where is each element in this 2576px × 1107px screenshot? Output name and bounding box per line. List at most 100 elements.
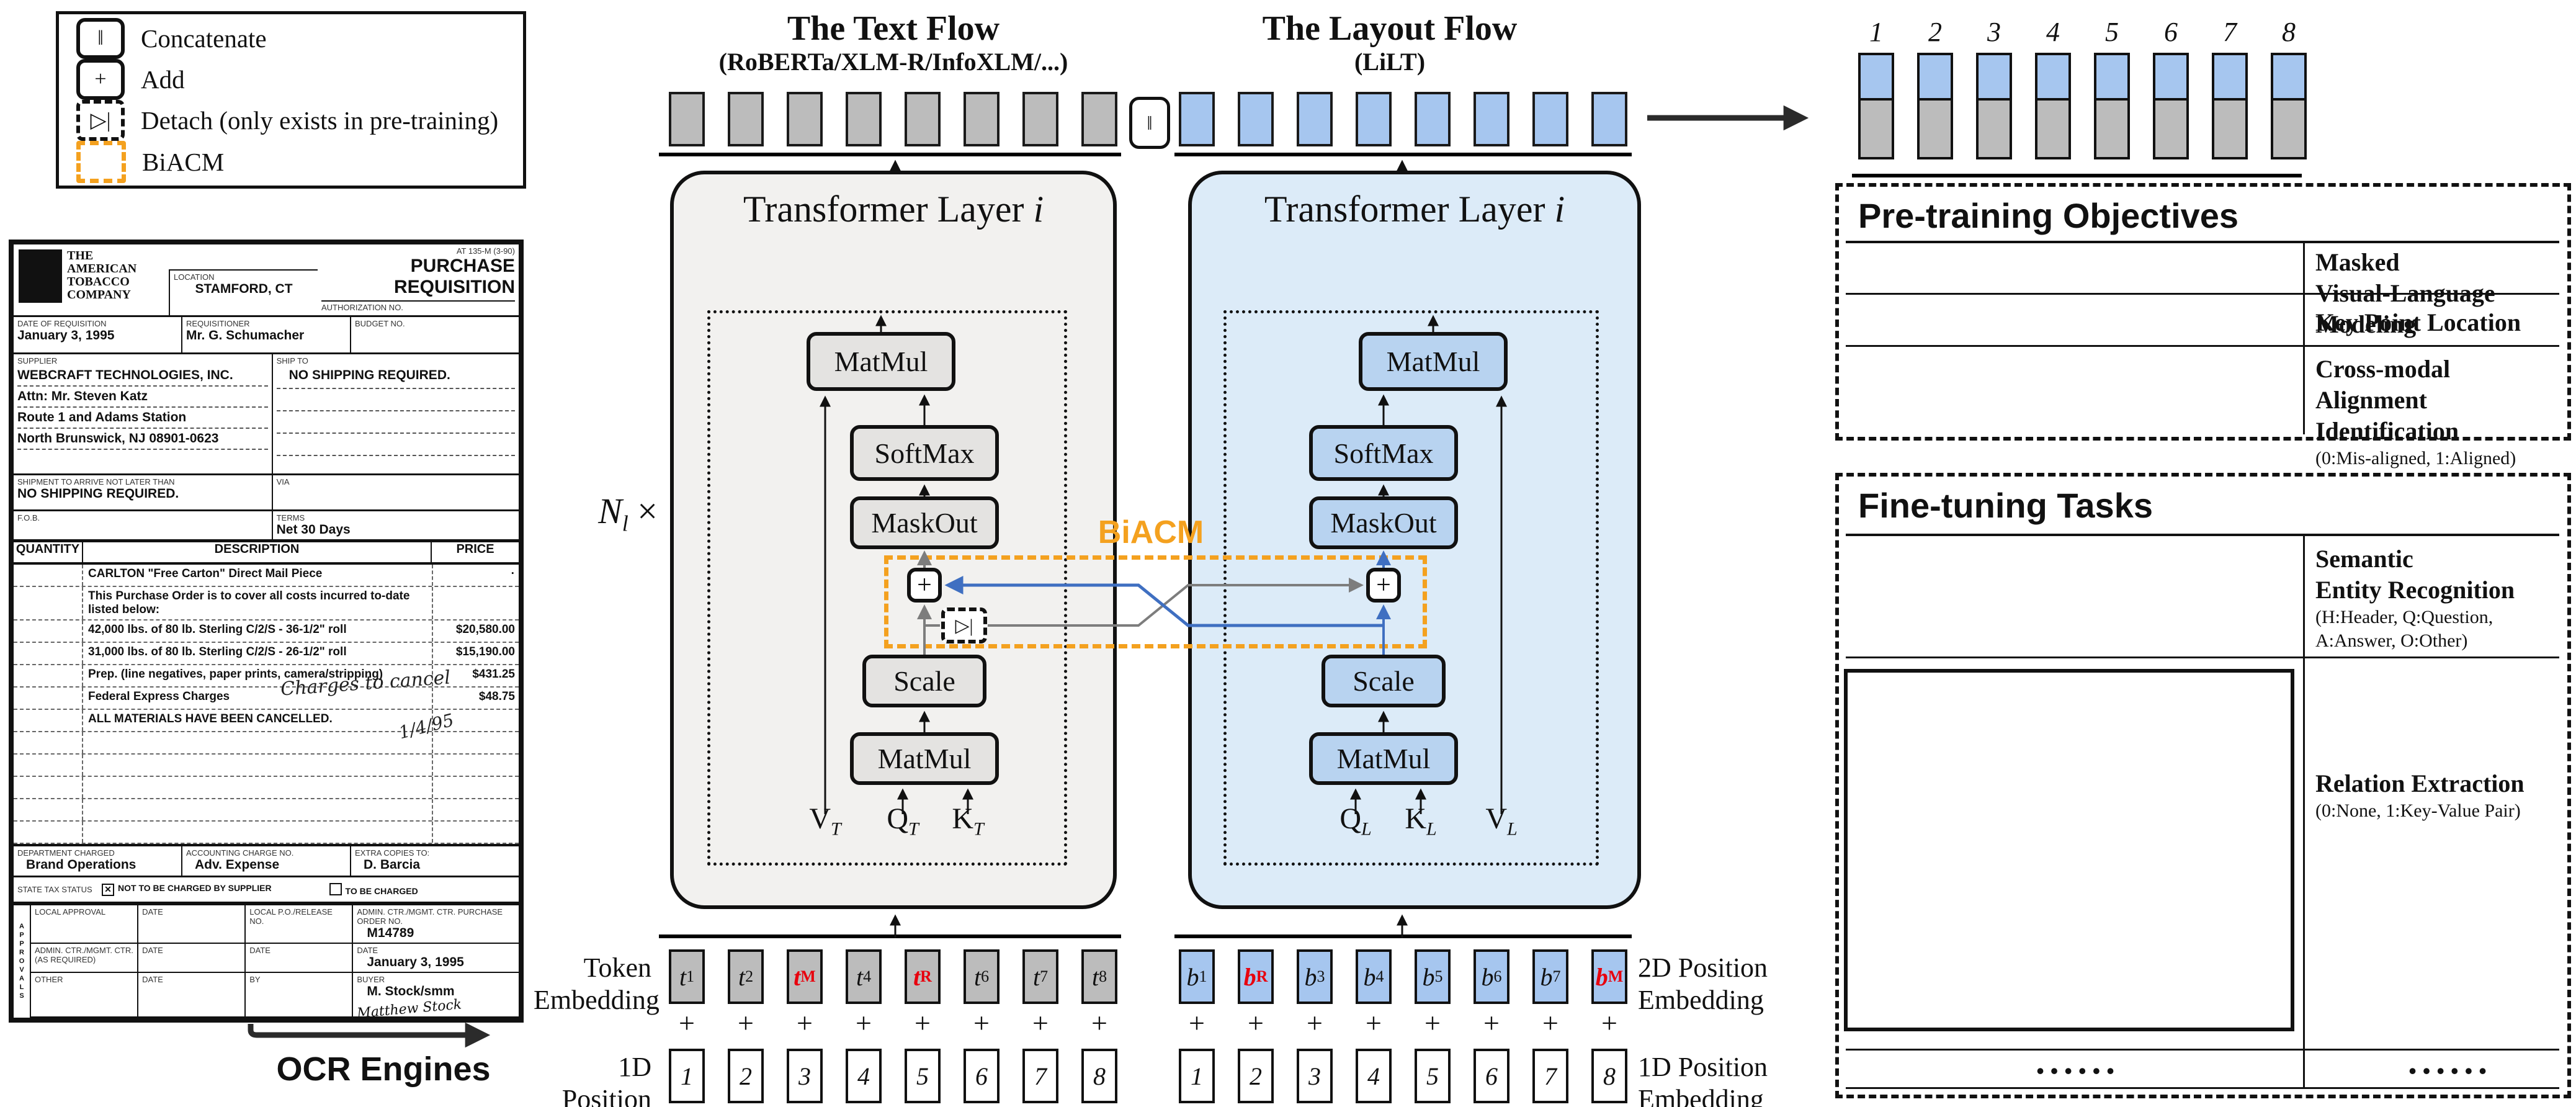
output-token-index: 5 (2105, 17, 2119, 47)
doc-item-row: Federal Express Charges$48.75 (14, 688, 519, 710)
layout-hidden-state-bar (1415, 92, 1451, 146)
layout-layer-index: i (1554, 189, 1565, 230)
add-glyph: + (1424, 1007, 1441, 1039)
doc-desc-cell (82, 732, 432, 754)
text-softmax-box: SoftMax (850, 425, 999, 481)
text-flow-subtitle: (RoBERTa/XLM-R/InfoXLM/...) (718, 48, 1068, 76)
doc-item-row: 42,000 lbs. of 80 lb. Sterling C/2/S - 3… (14, 621, 519, 643)
doc-item-row: ALL MATERIALS HAVE BEEN CANCELLED. (14, 710, 519, 733)
doc-qty-cell (14, 621, 82, 642)
doc-copies-cell: EXTRA COPIES TO:D. Barcia (350, 846, 519, 876)
doc-terms-label: TERMS (276, 513, 305, 523)
doc-row2-value: Mr. G. Schumacher (186, 328, 305, 343)
doc-approval-cell: ADMIN. CTR./MGMT. CTR. (AS REQUIRED) (31, 944, 137, 972)
doc-approval-cell: DATE (244, 944, 352, 972)
doc-arrive-label: SHIPMENT TO ARRIVE NOT LATER THAN (17, 477, 175, 486)
output-token-layout-part (1858, 53, 1894, 101)
doc-item-row: CARLTON "Free Carton" Direct Mail Piece· (14, 565, 519, 588)
layout-embed-overline (1174, 934, 1632, 938)
doc-approval-cell: ADMIN. CTR./MGMT. CTR. PURCHASE ORDER NO… (352, 905, 519, 943)
doc-empty-row (14, 755, 519, 778)
doc-approval-cell: BY (244, 973, 352, 1016)
add-glyph: + (1307, 1007, 1323, 1039)
doc-approval-value: January 3, 1995 (367, 955, 464, 969)
doc-approval-value: M14789 (367, 926, 414, 940)
doc-price-cell: $20,580.00 (432, 621, 519, 642)
divider (1846, 534, 2559, 536)
relation-grid-box (1844, 669, 2294, 1031)
text-scale-box: Scale (862, 655, 986, 707)
doc-empty-row (14, 777, 519, 800)
text-matmul-bottom-box: MatMul (850, 732, 999, 785)
doc-desc-cell: 42,000 lbs. of 80 lb. Sterling C/2/S - 3… (82, 621, 432, 642)
text-hidden-state-bar (669, 92, 705, 146)
doc-price-cell: $48.75 (432, 688, 519, 709)
doc-supplier-line: WEBCRAFT TECHNOLOGIES, INC. (17, 365, 268, 387)
doc-table-body: CARLTON "Free Carton" Direct Mail Piece·… (14, 565, 519, 845)
layout-maskout-box: MaskOut (1309, 496, 1458, 549)
nl-times: × (637, 491, 658, 531)
add-glyph: + (1601, 1007, 1617, 1039)
text-matmul-top-box: MatMul (807, 332, 955, 391)
nl-base: N (598, 491, 622, 531)
text-hidden-state-bar (787, 92, 823, 146)
position-embedding-box: 2 (728, 1049, 764, 1103)
output-row-underline (1852, 174, 2302, 177)
output-token-text-part (1976, 98, 2012, 159)
output-token-layout-part (1917, 53, 1953, 101)
legend-box: ‖Concatenate+Add▷|Detach (only exists in… (56, 11, 526, 189)
biacm-icon (76, 141, 126, 183)
legend-item: +Add (76, 59, 523, 100)
layout-hidden-state-bar (1532, 92, 1568, 146)
layout-matmul-bottom-box: MatMul (1309, 732, 1458, 785)
add-glyph: + (738, 1007, 754, 1039)
output-token-layout-part (1976, 53, 2012, 101)
doc-price-cell (432, 822, 519, 843)
position-embedding-box: 2 (1238, 1049, 1274, 1103)
doc-fob-cell: F.O.B. (14, 511, 272, 539)
concat-icon: ‖ (76, 18, 125, 59)
doc-shipto-label: SHIP TO (276, 356, 308, 366)
output-token-text-part (1917, 98, 1953, 159)
doc-desc-cell: 31,000 lbs. of 80 lb. Sterling C/2/S - 2… (82, 643, 432, 665)
doc-location-label: LOCATION (174, 272, 215, 282)
add-glyph: + (679, 1007, 695, 1039)
layout-hidden-state-bar (1297, 92, 1333, 146)
output-token-index: 1 (1869, 17, 1883, 47)
output-token-index: 8 (2282, 17, 2296, 47)
doc-logo-line: COMPANY (67, 288, 131, 302)
add-glyph: + (1091, 1007, 1107, 1039)
layout-row-underline (1174, 153, 1632, 156)
doc-acct-cell-label: ACCOUNTING CHARGE NO. (186, 848, 294, 858)
layout-flow-title: The Layout Flow (1262, 9, 1518, 48)
doc-supplier-line: Route 1 and Adams Station (17, 408, 268, 429)
legend-item: ‖Concatenate (76, 18, 523, 59)
layout-matmul-top-box: MatMul (1359, 332, 1508, 391)
output-token-layout-part (2153, 53, 2189, 101)
doc-approval-label: DATE (357, 946, 378, 955)
doc-row2-label: BUDGET NO. (355, 319, 405, 329)
doc-price-cell (432, 710, 519, 732)
doc-price-cell (432, 799, 519, 821)
position-embedding-box: 1 (669, 1049, 705, 1103)
text-hidden-state-bar (846, 92, 882, 146)
doc-blank-line (276, 434, 515, 457)
output-token-text-part (1858, 98, 1894, 159)
position-embedding-box: 8 (1591, 1049, 1627, 1103)
layout-input-k-label: KL (1405, 802, 1437, 840)
doc-approval-label: BUYER (357, 975, 385, 984)
concatenate-icon: ‖ (1129, 97, 1170, 149)
layout-layer-title: Transformer Layer (1264, 189, 1545, 230)
